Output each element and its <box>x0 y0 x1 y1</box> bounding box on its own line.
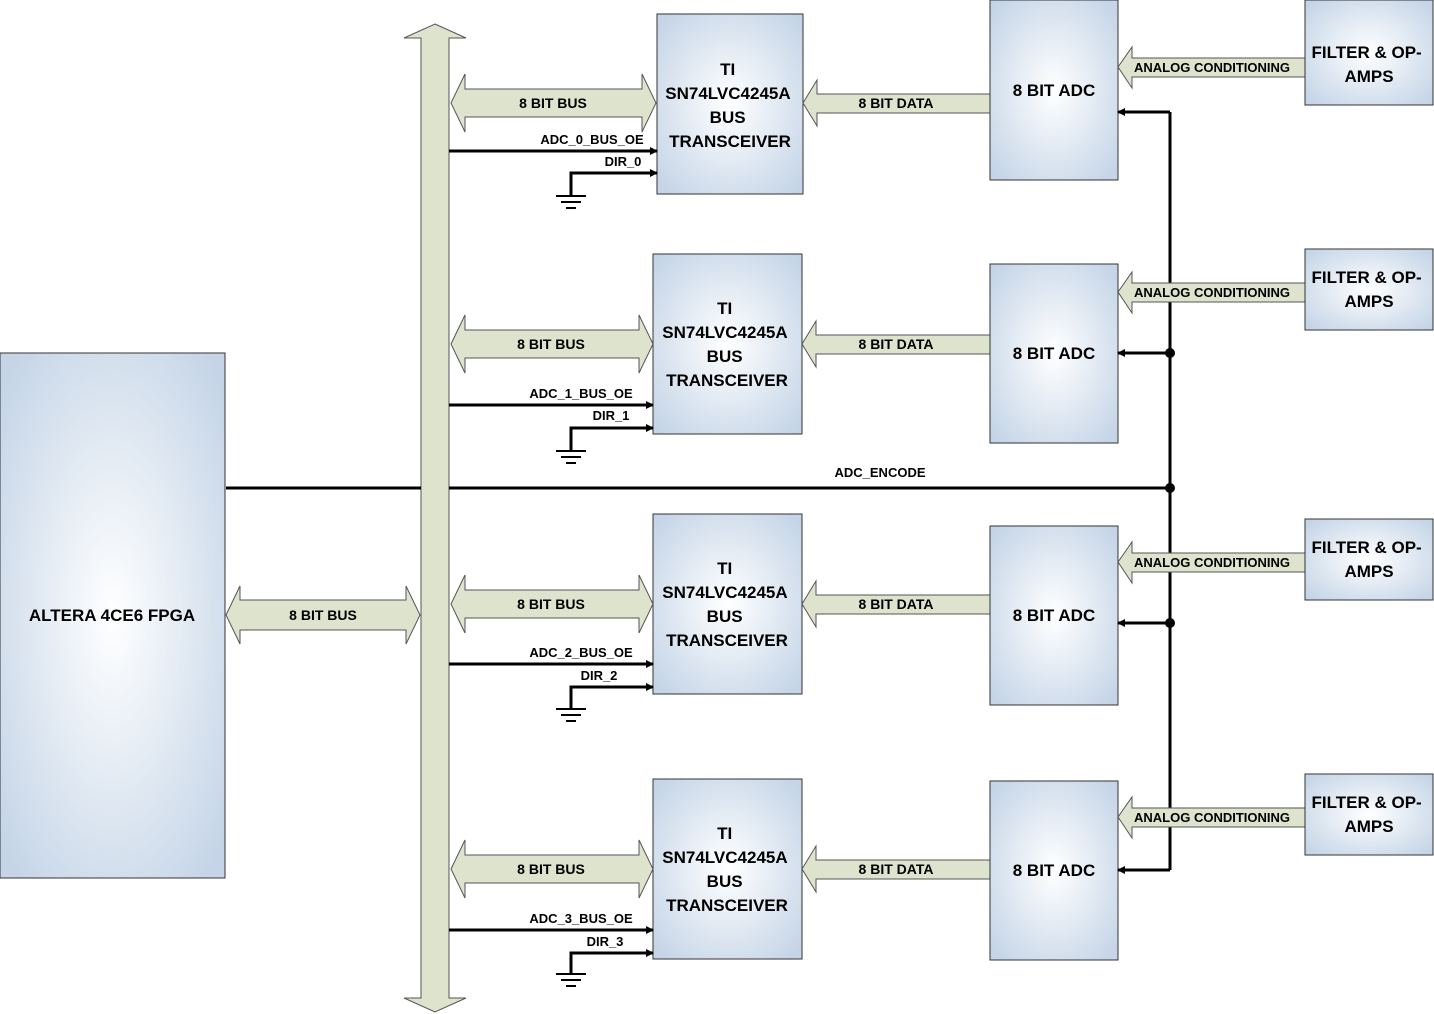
analog-label: ANALOG CONDITIONING <box>1134 555 1290 570</box>
oe-signal: ADC_3_BUS_OE <box>449 911 654 934</box>
channel-3: TI SN74LVC4245A BUS TRANSCEIVER 8 BIT BU… <box>449 773 1434 987</box>
oe-label: ADC_3_BUS_OE <box>529 911 633 926</box>
ground-icon <box>556 708 586 722</box>
oe-label: ADC_2_BUS_OE <box>529 645 633 660</box>
adc-label: 8 BIT ADC <box>1013 861 1096 880</box>
transceiver-label: TI SN74LVC4245A BUS TRANSCEIVER <box>662 299 791 390</box>
adc-label: 8 BIT ADC <box>1013 344 1096 363</box>
adc-block: 8 BIT ADC <box>989 525 1119 706</box>
ground-icon <box>556 195 586 209</box>
bus-arrow: 8 BIT BUS <box>450 574 654 634</box>
analog-label: ANALOG CONDITIONING <box>1134 285 1290 300</box>
data-arrow: 8 BIT DATA <box>801 844 991 894</box>
filter-label: FILTER & OP- AMPS <box>1312 43 1427 86</box>
transceiver-block: TI SN74LVC4245A BUS TRANSCEIVER <box>652 513 803 695</box>
fpga-bus-label: 8 BIT BUS <box>289 607 357 623</box>
adc-block: 8 BIT ADC <box>989 780 1119 961</box>
adc-block: 8 BIT ADC <box>989 0 1119 181</box>
data-label: 8 BIT DATA <box>859 95 934 111</box>
analog-conditioning-arrow: ANALOG CONDITIONING <box>1117 45 1306 90</box>
dir-label: DIR_3 <box>587 934 624 949</box>
oe-label: ADC_0_BUS_OE <box>540 132 644 147</box>
filter-label: FILTER & OP- AMPS <box>1312 268 1427 311</box>
analog-conditioning-arrow: ANALOG CONDITIONING <box>1117 795 1306 840</box>
data-label: 8 BIT DATA <box>859 596 934 612</box>
filter-block: FILTER & OP- AMPS <box>1304 773 1434 856</box>
filter-label: FILTER & OP- AMPS <box>1312 538 1427 581</box>
analog-label: ANALOG CONDITIONING <box>1134 810 1290 825</box>
analog-conditioning-arrow: ANALOG CONDITIONING <box>1117 540 1306 585</box>
fpga-label: ALTERA 4CE6 FPGA <box>29 606 195 625</box>
bus-label: 8 BIT BUS <box>517 861 585 877</box>
channel-1: TI SN74LVC4245A BUS TRANSCEIVER 8 BIT BU… <box>449 248 1434 464</box>
data-label: 8 BIT DATA <box>859 861 934 877</box>
data-arrow: 8 BIT DATA <box>801 319 991 369</box>
analog-conditioning-arrow: ANALOG CONDITIONING <box>1117 270 1306 315</box>
transceiver-label: TI SN74LVC4245A BUS TRANSCEIVER <box>665 60 794 151</box>
bus-label: 8 BIT BUS <box>517 596 585 612</box>
ground-icon <box>556 973 586 987</box>
bus-label: 8 BIT BUS <box>519 95 587 111</box>
dir-signal: DIR_3 <box>569 934 654 973</box>
transceiver-block: TI SN74LVC4245A BUS TRANSCEIVER <box>652 778 803 960</box>
channel-2: TI SN74LVC4245A BUS TRANSCEIVER 8 BIT BU… <box>449 513 1434 722</box>
oe-signal: ADC_2_BUS_OE <box>449 645 654 668</box>
transceiver-block: TI SN74LVC4245A BUS TRANSCEIVER <box>652 253 803 435</box>
adc-encode-line: ADC_ENCODE <box>226 465 1170 490</box>
transceiver-label: TI SN74LVC4245A BUS TRANSCEIVER <box>662 824 791 915</box>
analog-label: ANALOG CONDITIONING <box>1134 60 1290 75</box>
transceiver-label: TI SN74LVC4245A BUS TRANSCEIVER <box>662 559 791 650</box>
ground-icon <box>556 450 586 464</box>
oe-signal: ADC_1_BUS_OE <box>449 386 654 409</box>
bus-label: 8 BIT BUS <box>517 336 585 352</box>
adc-block: 8 BIT ADC <box>989 263 1119 444</box>
adc-encode-label: ADC_ENCODE <box>834 465 925 480</box>
dir-label: DIR_1 <box>593 408 630 423</box>
junction-dot <box>1165 483 1175 493</box>
dir-label: DIR_0 <box>605 154 642 169</box>
channel-0: TI SN74LVC4245A BUS TRANSCEIVER 8 BIT BU… <box>449 0 1434 209</box>
data-arrow: 8 BIT DATA <box>802 78 991 128</box>
filter-block: FILTER & OP- AMPS <box>1304 518 1434 601</box>
bus-arrow: 8 BIT BUS <box>450 73 657 133</box>
filter-block: FILTER & OP- AMPS <box>1304 248 1434 331</box>
oe-signal: ADC_0_BUS_OE <box>449 132 658 155</box>
transceiver-block: TI SN74LVC4245A BUS TRANSCEIVER <box>656 13 804 195</box>
data-arrow: 8 BIT DATA <box>801 579 991 629</box>
fpga-bus-arrow: 8 BIT BUS <box>225 585 421 645</box>
dir-signal: DIR_0 <box>569 154 658 195</box>
oe-label: ADC_1_BUS_OE <box>529 386 633 401</box>
bus-arrow: 8 BIT BUS <box>450 314 654 374</box>
data-label: 8 BIT DATA <box>859 336 934 352</box>
adc-label: 8 BIT ADC <box>1013 606 1096 625</box>
bus-arrow: 8 BIT BUS <box>450 839 654 899</box>
adc-label: 8 BIT ADC <box>1013 81 1096 100</box>
dir-signal: DIR_1 <box>569 408 654 450</box>
dir-label: DIR_2 <box>581 668 618 683</box>
dir-signal: DIR_2 <box>569 668 654 708</box>
filter-label: FILTER & OP- AMPS <box>1312 793 1427 836</box>
backbone-bus <box>403 23 467 1013</box>
fpga-block: ALTERA 4CE6 FPGA <box>0 352 226 879</box>
filter-block: FILTER & OP- AMPS <box>1304 0 1434 106</box>
